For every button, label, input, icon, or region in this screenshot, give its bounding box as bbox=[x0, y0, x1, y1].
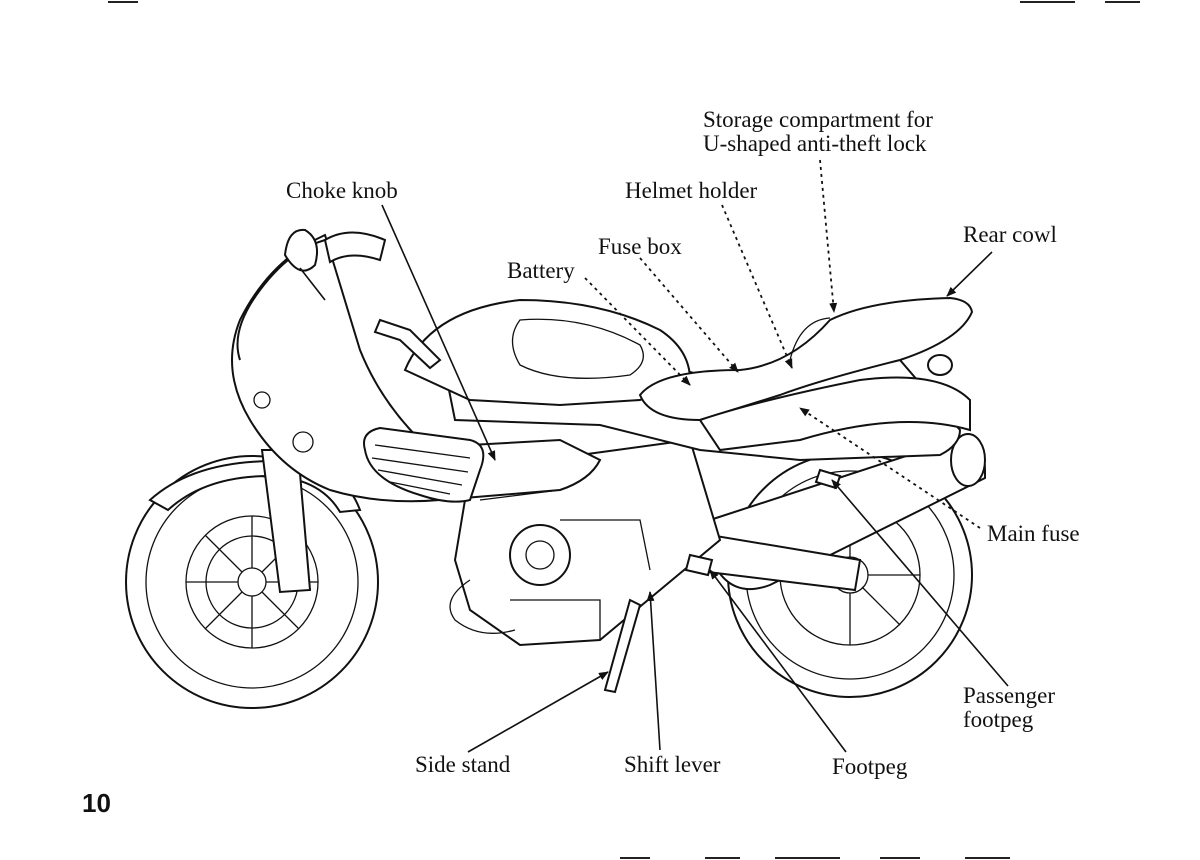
turn-signal bbox=[927, 354, 953, 376]
front-wheel bbox=[125, 455, 379, 709]
rear-cowl-body bbox=[698, 376, 971, 452]
label-choke-knob: Choke knob bbox=[286, 178, 398, 203]
label-footpeg: Footpeg bbox=[832, 754, 908, 779]
label-passenger-footpeg-line-2: footpeg bbox=[963, 707, 1034, 732]
seat bbox=[638, 296, 974, 422]
leader-shift-lever bbox=[646, 591, 661, 751]
label-main-fuse: Main fuse bbox=[987, 521, 1080, 546]
handlebar bbox=[373, 318, 442, 370]
label-fuse-box: Fuse box bbox=[598, 234, 682, 259]
windscreen bbox=[323, 231, 387, 264]
leader-main-fuse bbox=[799, 407, 981, 529]
label-storage-line-2: U-shaped anti-theft lock bbox=[703, 131, 927, 156]
label-rear-cowl: Rear cowl bbox=[963, 222, 1057, 247]
label-helmet-holder: Helmet holder bbox=[625, 178, 758, 203]
leader-choke-knob bbox=[381, 204, 496, 461]
label-shift-lever: Shift lever bbox=[624, 752, 721, 777]
leader-side-stand bbox=[467, 671, 609, 753]
side-stand-part bbox=[603, 598, 642, 694]
callout-lines bbox=[381, 159, 1009, 753]
leader-helmet-holder bbox=[721, 204, 793, 369]
footpeg-part bbox=[684, 553, 714, 577]
motorcycle-illustration bbox=[125, 228, 986, 709]
leader-rear-cowl bbox=[946, 251, 993, 297]
fuel-tank bbox=[403, 298, 692, 407]
side-vent bbox=[363, 426, 485, 503]
leader-footpeg bbox=[709, 569, 847, 753]
mirror bbox=[283, 228, 326, 301]
page-edge-marks bbox=[108, 1, 1140, 859]
label-storage-line-1: Storage compartment for bbox=[703, 107, 933, 132]
leader-passenger-footpeg bbox=[831, 479, 1009, 687]
page-number: 10 bbox=[82, 788, 111, 818]
label-battery: Battery bbox=[507, 258, 575, 283]
label-side-stand: Side stand bbox=[415, 752, 511, 777]
label-passenger-footpeg-line-1: Passenger bbox=[963, 683, 1055, 708]
leader-storage bbox=[819, 159, 838, 313]
